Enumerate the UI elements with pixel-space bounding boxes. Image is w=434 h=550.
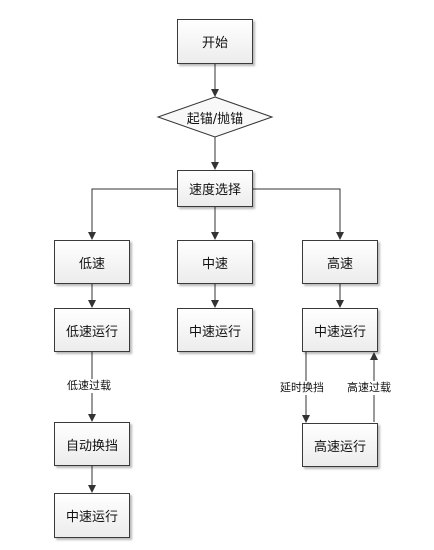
arrow-speed-to-high bbox=[253, 188, 344, 240]
low-speed-node: 低速 bbox=[54, 240, 130, 284]
mid-speed-node: 中速 bbox=[177, 240, 253, 284]
low-speed-run-node: 低速运行 bbox=[54, 308, 130, 352]
decision-node-label: 起锚/抛锚 bbox=[186, 111, 244, 127]
edge-label-high-overload: 高速过载 bbox=[347, 381, 391, 395]
arrow-speed-to-low bbox=[88, 188, 177, 240]
high-speed-run-node: 高速运行 bbox=[302, 423, 378, 467]
auto-shift-node: 自动换挡 bbox=[54, 422, 130, 466]
edge-label-low-overload: 低速过载 bbox=[67, 379, 111, 393]
edge-label-delay-shift: 延时换挡 bbox=[280, 381, 324, 395]
start-node: 开始 bbox=[177, 19, 253, 64]
high-branch-mid-run-node: 中速运行 bbox=[302, 308, 378, 352]
high-speed-node: 高速 bbox=[302, 240, 378, 284]
mid-speed-run-node: 中速运行 bbox=[177, 308, 253, 352]
speed-select-node: 速度选择 bbox=[177, 170, 253, 207]
low-branch-mid-run-node: 中速运行 bbox=[54, 493, 130, 538]
